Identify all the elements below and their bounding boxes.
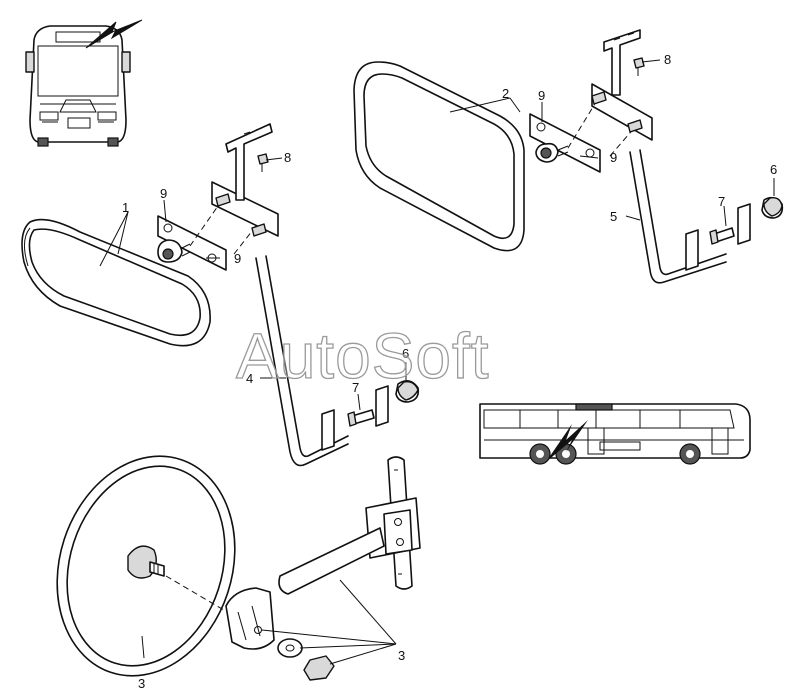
bus-side-view-icon xyxy=(479,403,751,465)
lightning-arrow-icon xyxy=(85,19,143,49)
callout-7: 7 xyxy=(718,194,725,209)
mount-plate-9-top xyxy=(529,83,653,173)
callout-9: 9 xyxy=(234,251,241,266)
callout-3: 3 xyxy=(138,676,145,691)
callout-8: 8 xyxy=(284,150,291,165)
mount-plate-9-left xyxy=(157,181,279,271)
callout-8: 8 xyxy=(664,52,671,67)
leader-lines xyxy=(99,59,775,665)
callout-2: 2 xyxy=(502,86,509,101)
hanger-bracket-8-top xyxy=(603,29,645,96)
bus-front-view-icon xyxy=(25,25,131,147)
watermark-text: AutoSoft xyxy=(236,320,490,392)
callout-9: 9 xyxy=(610,150,617,165)
callout-1: 1 xyxy=(122,200,129,215)
hanger-bracket-8-left xyxy=(225,123,273,201)
mirror-2 xyxy=(353,61,525,252)
callout-9: 9 xyxy=(538,88,545,103)
mirror-3 xyxy=(56,455,236,677)
mirror-1 xyxy=(21,218,211,347)
arm-assembly-3 xyxy=(225,456,421,681)
callout-5: 5 xyxy=(610,209,617,224)
callout-9: 9 xyxy=(160,186,167,201)
callout-4: 4 xyxy=(246,371,253,386)
stay-rod-5 xyxy=(629,149,784,284)
stay-rod-4 xyxy=(255,255,420,467)
callout-7: 7 xyxy=(352,380,359,395)
callout-labels: 1 2 3 3 4 5 6 6 7 7 8 8 9 9 9 9 xyxy=(122,52,777,691)
callout-3: 3 xyxy=(398,648,405,663)
callout-6: 6 xyxy=(402,346,409,361)
callout-6: 6 xyxy=(770,162,777,177)
